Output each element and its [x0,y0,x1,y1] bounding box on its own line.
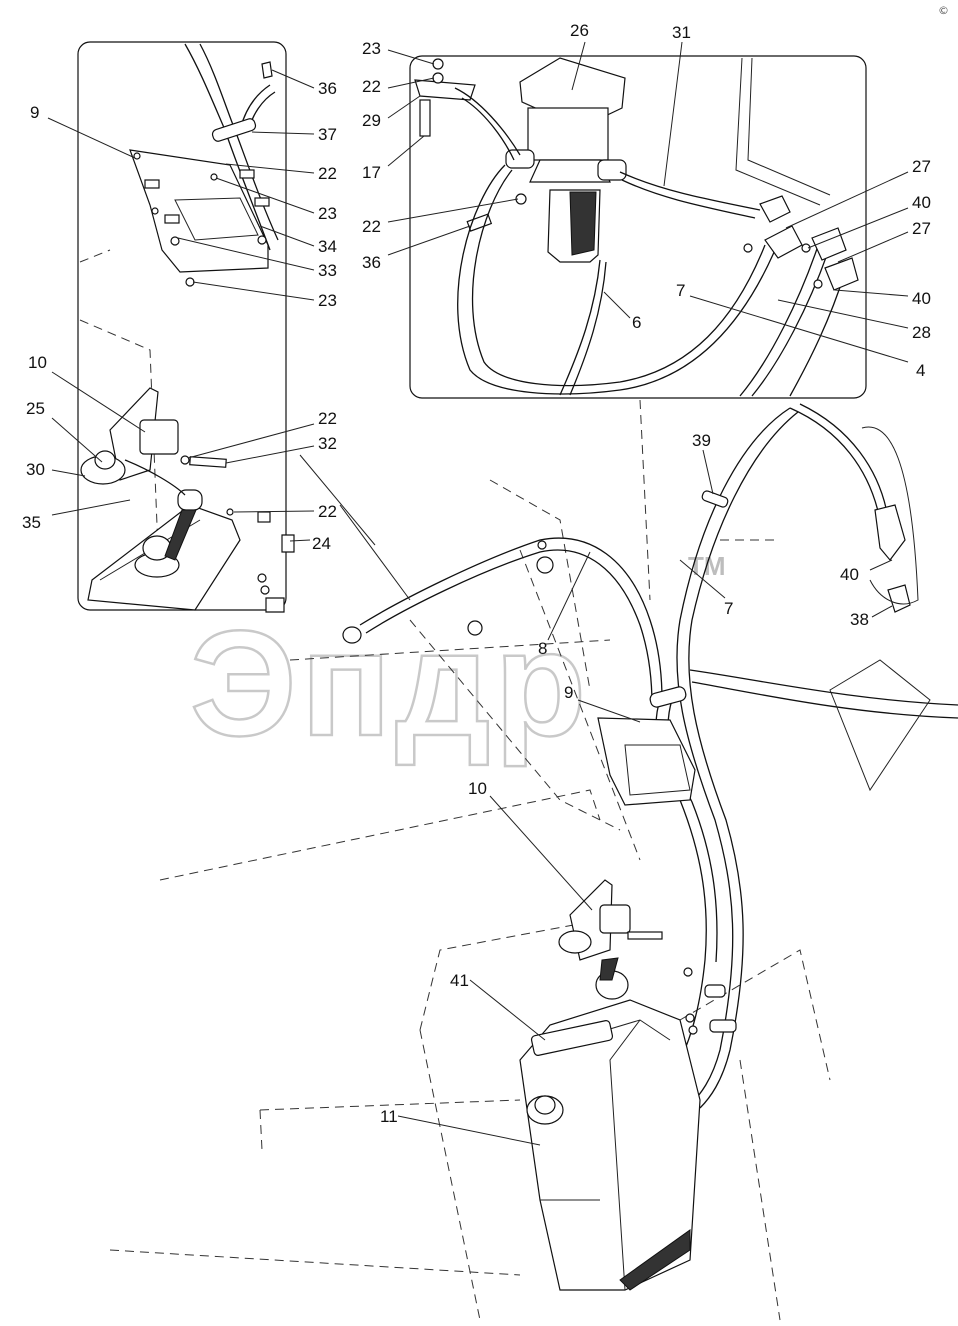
callouts: 36 37 9 22 23 34 33 23 10 25 22 32 30 35… [22,21,931,1126]
callout-37: 37 [318,125,337,144]
callout-36-left: 36 [318,79,337,98]
inset-right [409,55,867,399]
callout-34: 34 [318,237,337,256]
callout-24: 24 [312,534,331,553]
callout-22-left-a: 22 [318,164,337,183]
callout-36-right: 36 [362,253,381,272]
corner-mark: © [938,4,949,17]
callout-8: 8 [538,639,547,658]
callout-22-right-b: 22 [362,217,381,236]
callout-23-right: 23 [362,39,381,58]
callout-39: 39 [692,431,711,450]
callout-10-left: 10 [28,353,47,372]
callout-23-left-b: 23 [318,291,337,310]
cab-outline [79,249,831,1321]
callout-27-a: 27 [912,157,931,176]
callout-40-main: 40 [840,565,859,584]
callout-23-left-a: 23 [318,204,337,223]
callout-27-b: 27 [912,219,931,238]
callout-4: 4 [916,361,925,380]
callout-28: 28 [912,323,931,342]
watermark: Эпдр TM [189,551,726,768]
callout-11: 11 [380,1107,398,1126]
callout-31: 31 [672,23,691,42]
callout-41: 41 [450,971,469,990]
callout-25: 25 [26,399,45,418]
callout-29: 29 [362,111,381,130]
callout-22-left-b: 22 [318,409,337,428]
callout-33: 33 [318,261,337,280]
callout-17: 17 [362,163,381,182]
inset-left [77,41,295,613]
callout-32: 32 [318,434,337,453]
main-assembly [342,403,958,1291]
callout-10-main: 10 [468,779,487,798]
callout-9-main: 9 [564,683,573,702]
callout-7-right: 7 [676,281,685,300]
callout-40-b: 40 [912,289,931,308]
callout-9-left: 9 [30,103,39,122]
callout-22-left-c: 22 [318,502,337,521]
watermark-text: Эпдр [190,599,590,767]
callout-7-main: 7 [724,599,733,618]
callout-6: 6 [632,313,641,332]
leader-lines [47,41,909,1146]
callout-35: 35 [22,513,41,532]
callout-38: 38 [850,610,869,629]
callout-26: 26 [570,21,589,40]
callout-30: 30 [26,460,45,479]
callout-22-right-a: 22 [362,77,381,96]
callout-40-a: 40 [912,193,931,212]
